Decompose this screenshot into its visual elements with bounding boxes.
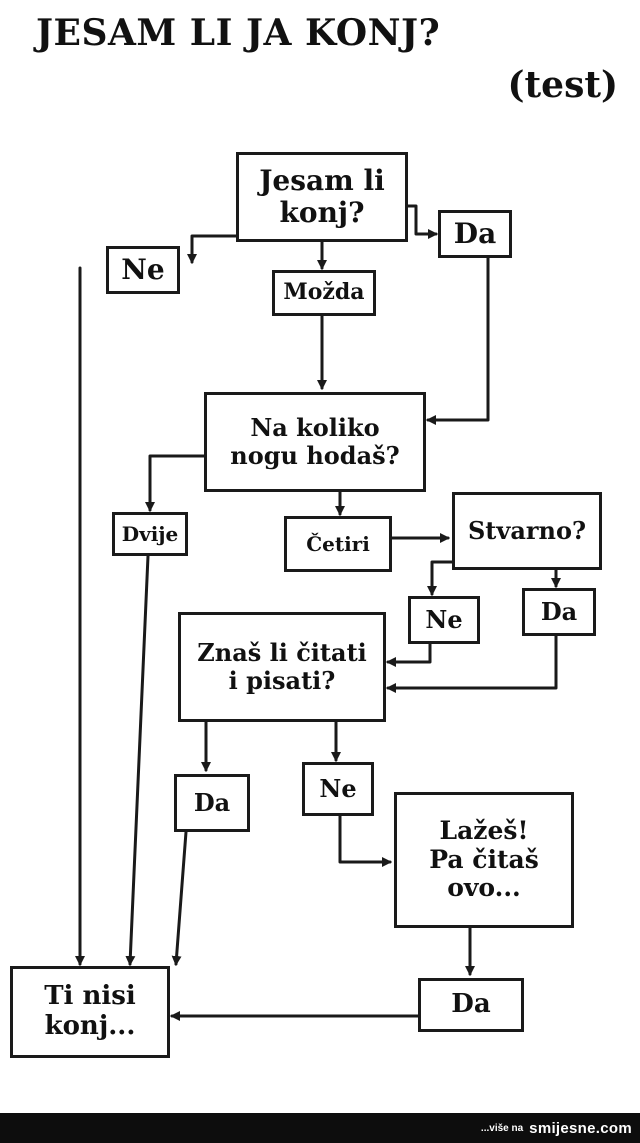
node-da-4: Da — [418, 978, 524, 1032]
edge-koliko-to-dvije — [145, 454, 210, 512]
node-da-1: Da — [438, 210, 512, 258]
footer-prefix: ...više na — [480, 1122, 524, 1134]
node-ne-2: Ne — [408, 596, 480, 644]
node-znas-li-citati: Znaš li čitati i pisati? — [178, 612, 386, 722]
node-lazes: Lažeš! Pa čitaš ovo... — [394, 792, 574, 928]
node-na-koliko-nogu: Na koliko nogu hodaš? — [204, 392, 426, 492]
footer-site-link[interactable]: smijesne.com — [529, 1119, 632, 1137]
footer-bar: ...više na smijesne.com — [0, 1113, 640, 1143]
node-ne-1: Ne — [106, 246, 180, 294]
node-dvije: Dvije — [112, 512, 188, 556]
node-mozda: Možda — [272, 270, 376, 316]
node-cetiri: Četiri — [284, 516, 392, 572]
node-ne-3: Ne — [302, 762, 374, 816]
edge-konj-to-da — [406, 204, 438, 239]
edge-da2-to-znas — [386, 634, 558, 693]
edge-da1-to-koliko — [426, 256, 490, 425]
node-ti-nisi-konj: Ti nisi konj... — [10, 966, 170, 1058]
edge-ne3-to-lazes — [338, 814, 392, 867]
edge-ne2-to-znas — [386, 642, 432, 667]
node-da-2: Da — [522, 588, 596, 636]
node-da-3: Da — [174, 774, 250, 832]
edge-dvije-to-tinisi — [125, 554, 150, 966]
node-jesam-li-konj: Jesam li konj? — [236, 152, 408, 242]
edge-konj-to-ne — [187, 234, 240, 264]
edge-stvarno-to-ne — [427, 560, 454, 596]
page-subtitle: (test) — [507, 64, 619, 106]
page-title: JESAM LI JA KONJ? — [36, 12, 441, 54]
node-stvarno: Stvarno? — [452, 492, 602, 570]
edge-da3-to-tinisi — [171, 830, 188, 966]
